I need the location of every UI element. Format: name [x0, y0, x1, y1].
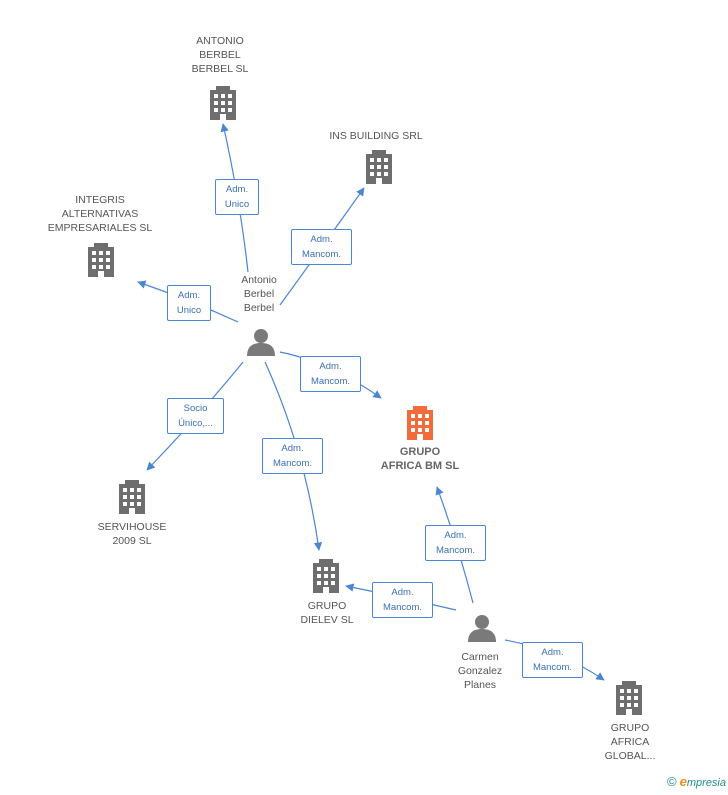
node-label-antonio-berbel-sl[interactable]: ANTONIO BERBEL BERBEL SL	[191, 35, 249, 75]
building-icon-antonio-berbel-sl[interactable]	[210, 86, 236, 120]
edge-label-e2: Adm. Mancom.	[291, 229, 352, 265]
building-icon-grupo-dielev[interactable]	[313, 559, 339, 593]
brand-name: empresia	[679, 774, 726, 789]
node-label-grupo-dielev[interactable]: GRUPO DIELEV SL	[300, 600, 354, 626]
edge-label-e8: Adm. Mancom.	[372, 582, 433, 618]
edge-label-e4: Adm. Mancom.	[300, 356, 361, 392]
node-label-carmen[interactable]: Carmen Gonzalez Planes	[457, 651, 503, 691]
edge-label-e6: Adm. Mancom.	[262, 438, 323, 474]
building-icon-servihouse[interactable]	[119, 480, 145, 514]
node-label-servihouse[interactable]: SERVIHOUSE 2009 SL	[97, 521, 167, 547]
person-icon-carmen[interactable]	[468, 615, 496, 642]
building-icon-grupo-africa-global[interactable]	[616, 681, 642, 715]
edge-label-e5: Socio Único,...	[167, 398, 224, 434]
node-label-grupo-africa-global[interactable]: GRUPO AFRICA GLOBAL...	[604, 722, 656, 762]
node-label-antonio[interactable]: Antonio Berbel Berbel	[241, 274, 277, 314]
person-icon-antonio[interactable]	[247, 329, 275, 356]
building-icon-ins-building[interactable]	[366, 150, 392, 184]
edge-label-e9: Adm. Mancom.	[522, 642, 583, 678]
node-label-ins-building[interactable]: INS BUILDING SRL	[329, 130, 423, 142]
edge-label-e1: Adm. Unico	[215, 179, 259, 215]
edge-label-e3: Adm. Unico	[167, 285, 211, 321]
building-icon-grupo-africa-bm[interactable]	[407, 406, 433, 440]
edge-label-e7: Adm. Mancom.	[425, 525, 486, 561]
node-label-grupo-africa-bm[interactable]: GRUPO AFRICA BM SL	[380, 446, 460, 472]
building-icon-integris[interactable]	[88, 243, 114, 277]
empresia-watermark[interactable]: © empresia	[667, 774, 726, 789]
copyright-symbol: ©	[666, 774, 677, 789]
node-label-integris[interactable]: INTEGRIS ALTERNATIVAS EMPRESARIALES SL	[47, 194, 153, 234]
